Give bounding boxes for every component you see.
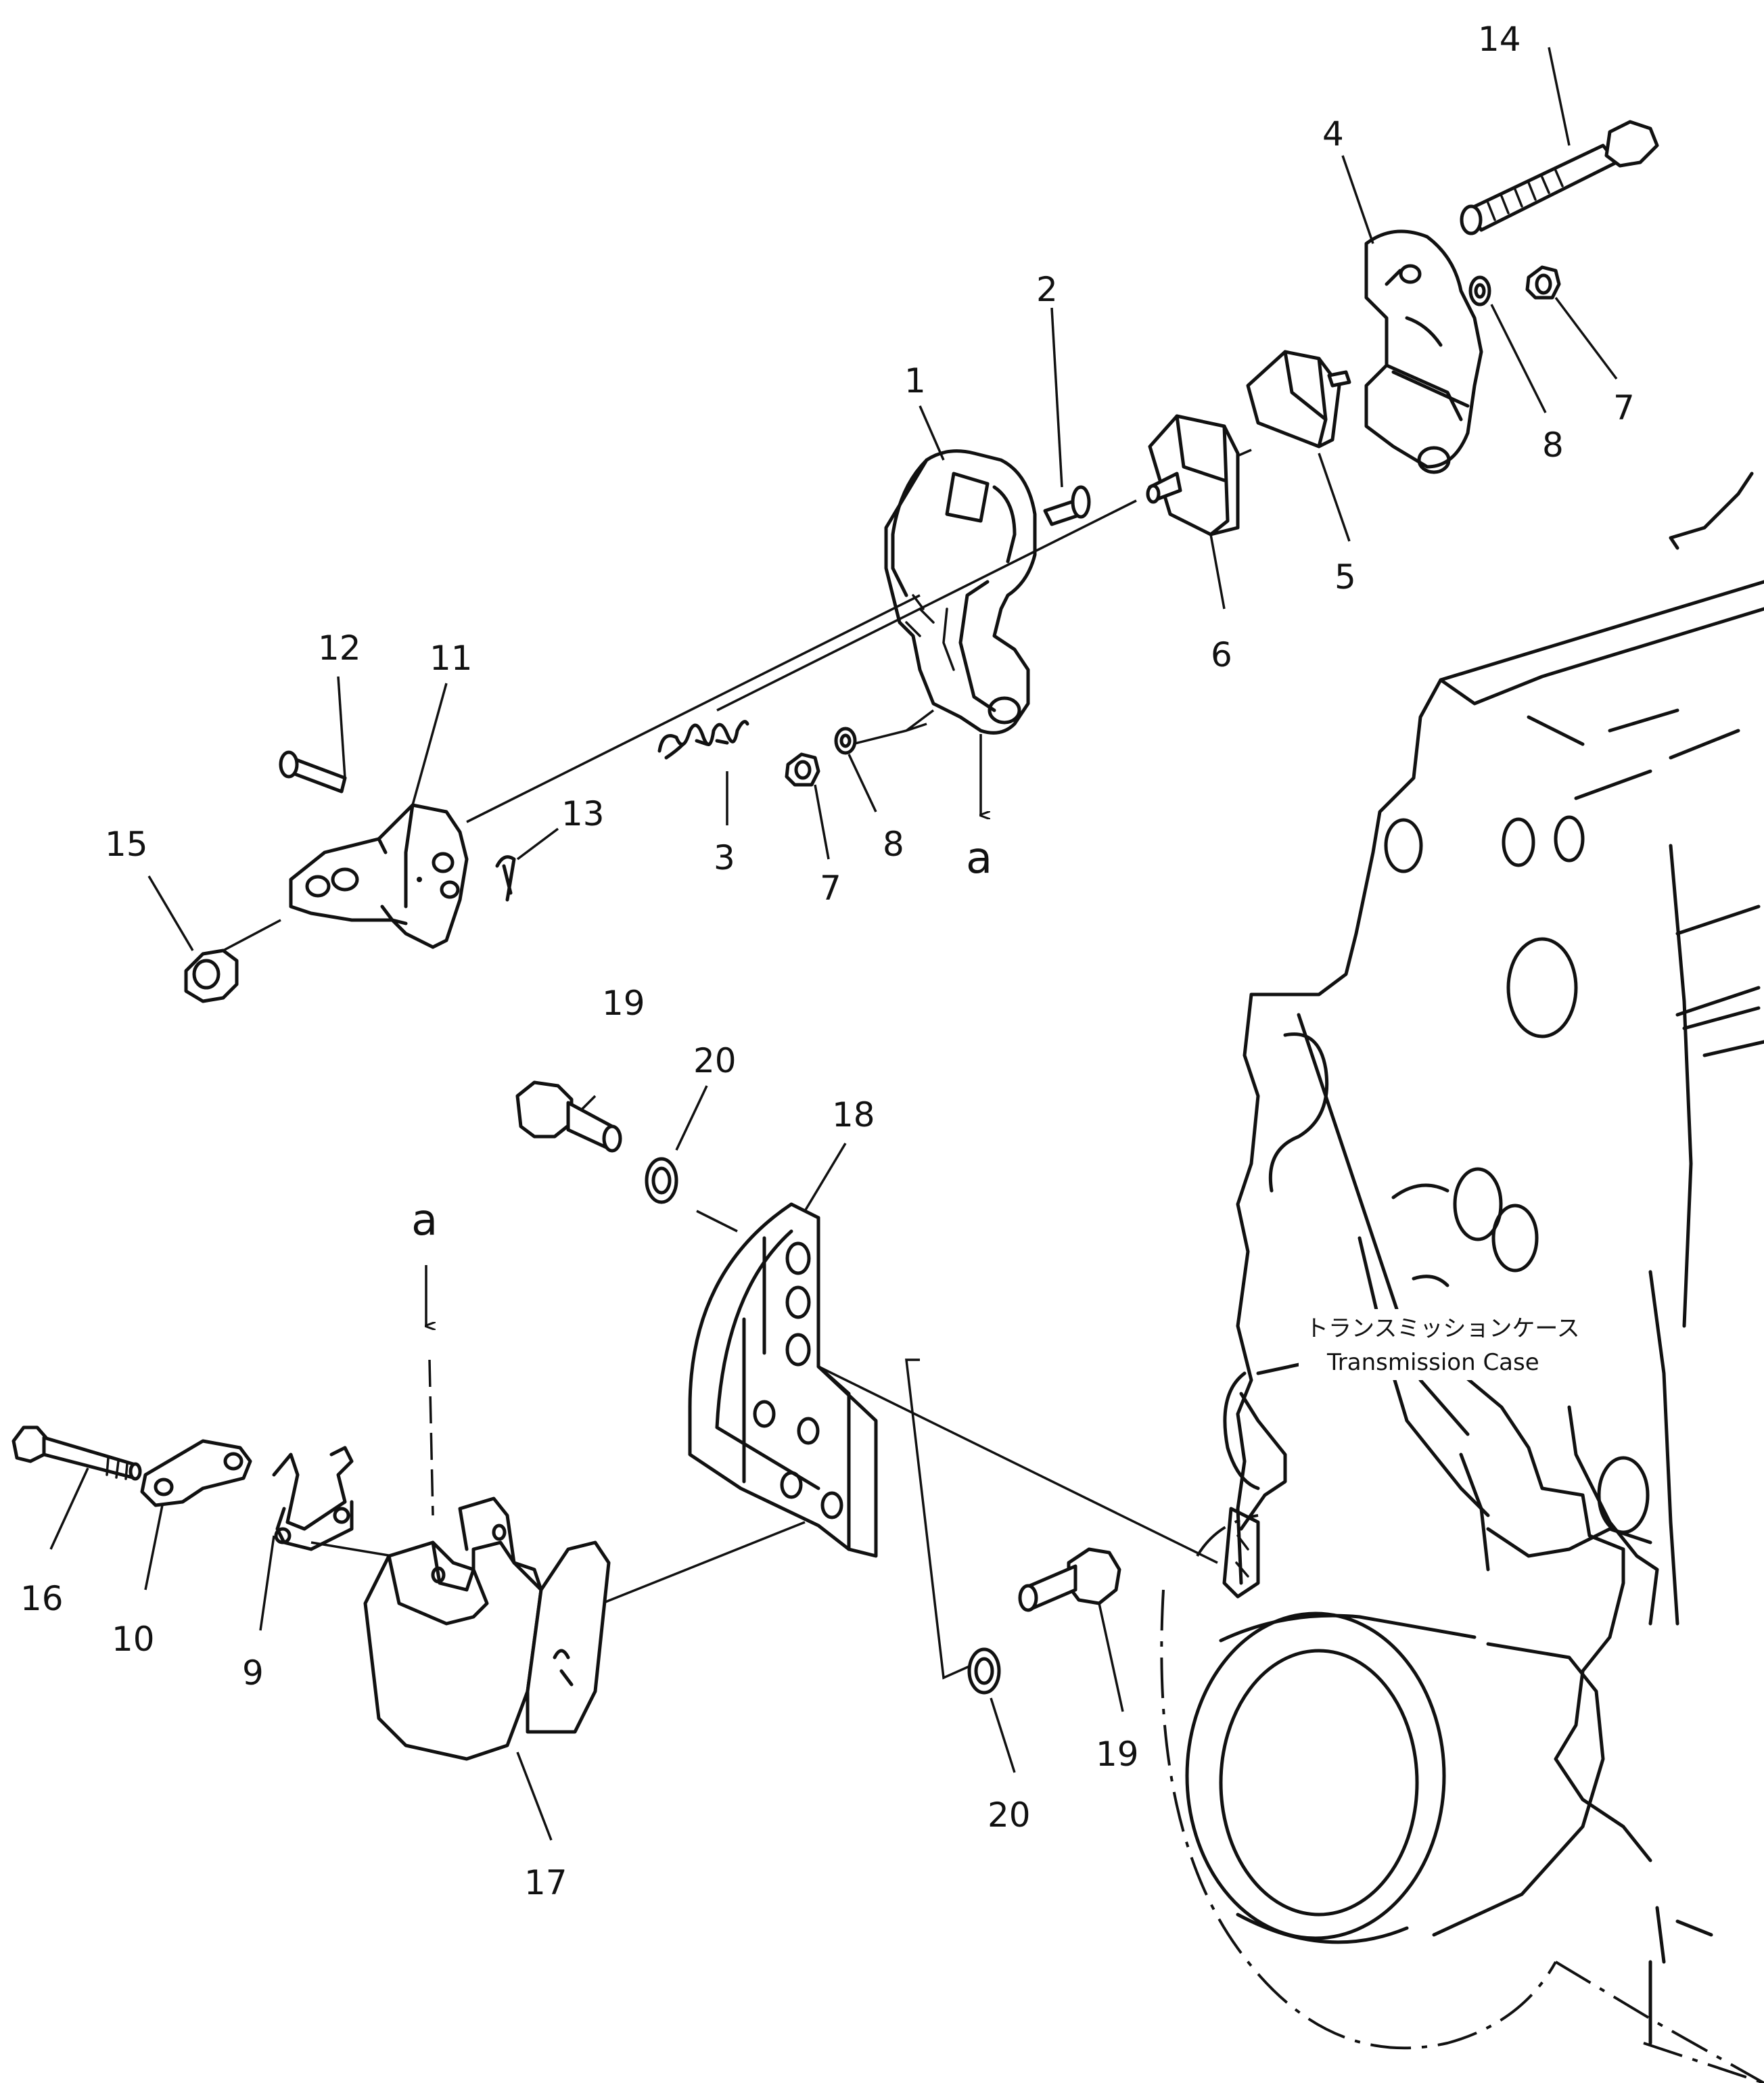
view-marker-a-lower: a [411,1195,438,1245]
view-markers: a a [411,833,992,1245]
cotter-pin-13 [495,855,516,902]
pad-5 [1246,350,1351,449]
pin-12 [279,750,347,794]
plate-11 [289,803,469,949]
nut-7-right [1525,265,1561,300]
bolt-19-top [515,1080,622,1153]
clip-9 [272,1446,354,1551]
callout-4: 4 [1322,114,1344,154]
callout-5: 5 [1334,557,1356,597]
washer-20-bottom [967,1647,1001,1695]
lever [884,449,1037,815]
washer-8-center [834,727,857,755]
callout-13: 13 [561,794,605,833]
callout-10: 10 [112,1620,155,1659]
callout-17: 17 [524,1863,567,1902]
callout-12: 12 [318,628,361,668]
callout-1: 1 [904,361,926,400]
callout-20-bottom: 20 [988,1795,1031,1835]
spring [657,720,749,760]
callout-14: 14 [1478,20,1521,59]
plate-10 [140,1439,252,1507]
case-label-en: Transmission Case [1326,1349,1539,1376]
callout-8-center: 8 [883,825,904,864]
nut-7-center [785,752,820,787]
callout-leaders [49,47,1618,1841]
case-label: トランスミッションケース Transmission Case [1299,1309,1583,1380]
assembly-lines [223,449,1252,1680]
block-17 [363,1265,611,1761]
callout-15: 15 [105,825,148,864]
callout-labels: 1 2 3 4 5 6 7 7 8 8 9 10 11 12 13 14 15 … [20,20,1635,1902]
callout-19-bottom: 19 [1096,1735,1139,1774]
nut-15 [184,948,239,1003]
callout-7-right: 7 [1613,388,1635,428]
pin-2 [1043,485,1091,526]
bolt-19-bottom [1018,1547,1121,1612]
callout-19-top: 19 [602,984,645,1023]
callout-11: 11 [430,639,473,678]
callout-8-right: 8 [1542,426,1564,465]
pad-6 [1146,414,1240,536]
case-label-jp: トランスミッションケース [1305,1315,1580,1342]
callout-16: 16 [20,1579,64,1618]
callout-7-center: 7 [820,869,841,908]
callout-18: 18 [832,1095,875,1135]
view-marker-a-upper: a [966,833,992,884]
callout-9: 9 [242,1653,264,1693]
bolt-14 [1460,120,1659,235]
washer-8-right [1468,275,1491,306]
callout-3: 3 [714,838,735,877]
callout-6: 6 [1211,635,1232,674]
callout-2: 2 [1036,270,1058,309]
bracket-18 [688,1202,878,1558]
bolt-16 [11,1425,142,1481]
bracket-4 [1364,229,1483,474]
callout-20-top: 20 [693,1041,737,1080]
transmission-case [1160,472,1764,2083]
washer-20-top [645,1157,678,1204]
